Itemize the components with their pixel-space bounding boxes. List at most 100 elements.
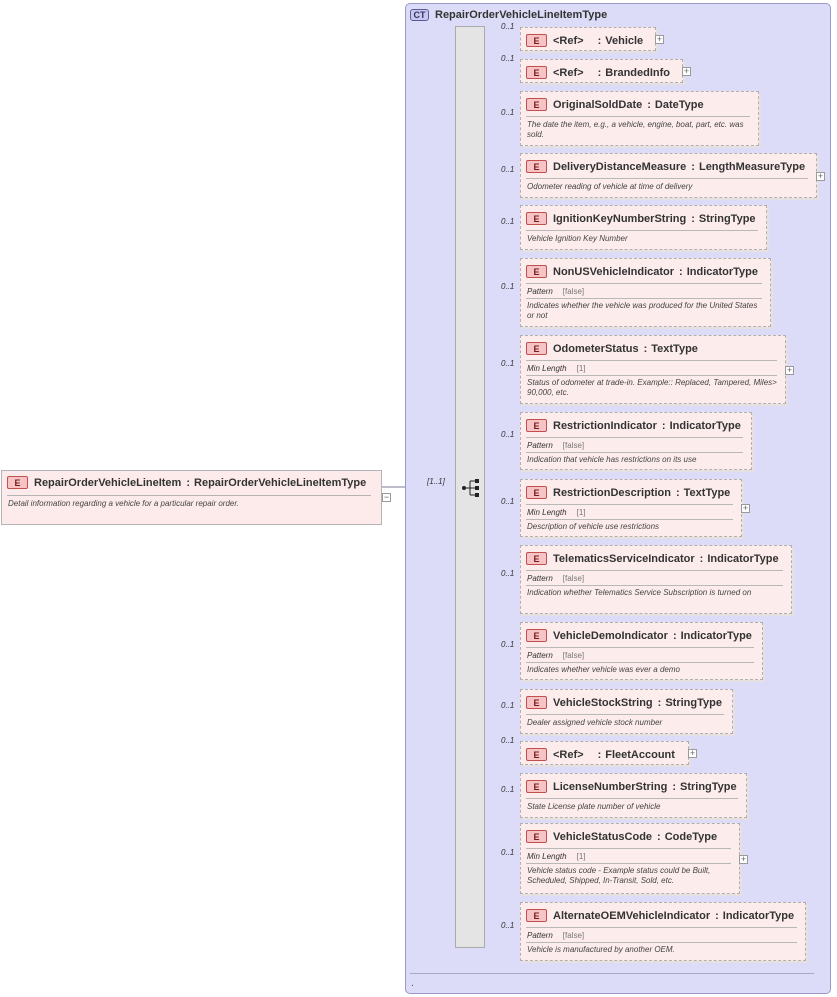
element-type: IndicatorType bbox=[680, 629, 752, 642]
element-divider bbox=[526, 848, 731, 849]
collapse-toggle-icon[interactable]: − bbox=[382, 492, 391, 502]
element-box[interactable]: E<Ref>:FleetAccount bbox=[520, 741, 689, 765]
element-box[interactable]: E<Ref>:Vehicle bbox=[520, 27, 656, 51]
element-divider bbox=[526, 647, 754, 648]
element-multiplicity: 0..1 bbox=[501, 497, 515, 506]
element-name: OdometerStatus bbox=[553, 342, 639, 355]
element-multiplicity: 0..1 bbox=[501, 569, 515, 578]
root-element-box[interactable]: E RepairOrderVehicleLineItem : RepairOrd… bbox=[1, 470, 382, 525]
expand-toggle-icon[interactable]: + bbox=[741, 503, 750, 513]
expand-toggle-icon[interactable]: + bbox=[688, 748, 697, 758]
element-badge-icon: E bbox=[526, 265, 547, 278]
element-type: Vehicle bbox=[605, 34, 644, 47]
element-type: IndicatorType bbox=[707, 552, 779, 565]
type-separator: : bbox=[657, 696, 662, 709]
facet-name: Min Length bbox=[527, 508, 567, 517]
sequence-compositor-icon[interactable] bbox=[461, 478, 481, 498]
facet-name: Pattern bbox=[527, 931, 553, 940]
type-separator: : bbox=[715, 909, 719, 922]
element-divider bbox=[526, 283, 762, 284]
element-divider bbox=[526, 504, 733, 505]
element-multiplicity: 0..1 bbox=[501, 282, 515, 291]
element-badge-icon: E bbox=[526, 342, 547, 355]
facet-divider bbox=[526, 519, 733, 520]
facet-value: [false] bbox=[562, 931, 585, 940]
element-name: OriginalSoldDate bbox=[553, 98, 643, 111]
facet-name: Pattern bbox=[527, 574, 553, 583]
element-description: Indicates whether the vehicle was produc… bbox=[527, 301, 758, 320]
type-separator: : bbox=[672, 780, 676, 793]
element-multiplicity: 0..1 bbox=[501, 54, 515, 63]
element-divider bbox=[526, 116, 750, 117]
type-separator: : bbox=[597, 34, 602, 47]
facet-value: [false] bbox=[562, 574, 585, 583]
element-multiplicity: 0..1 bbox=[501, 217, 515, 226]
expand-toggle-icon[interactable]: + bbox=[682, 66, 691, 76]
element-type: IndicatorType bbox=[686, 265, 759, 278]
element-multiplicity: 0..1 bbox=[501, 736, 515, 745]
facet-divider bbox=[526, 375, 777, 376]
type-separator: : bbox=[186, 476, 191, 489]
element-badge-icon: E bbox=[526, 629, 547, 642]
element-divider bbox=[526, 437, 743, 438]
element-divider bbox=[526, 798, 738, 799]
element-multiplicity: 0..1 bbox=[501, 22, 515, 31]
ref-tag: <Ref> bbox=[553, 66, 584, 79]
type-separator: : bbox=[597, 748, 602, 761]
facet-divider bbox=[526, 452, 743, 453]
element-facet: Min Length [1] bbox=[527, 852, 586, 861]
element-facet: Pattern[false] bbox=[527, 441, 584, 450]
element-name: NonUSVehicleIndicator bbox=[553, 265, 675, 278]
element-name: DeliveryDistanceMeasure bbox=[553, 160, 687, 173]
expand-toggle-icon[interactable]: + bbox=[785, 365, 794, 375]
type-separator: : bbox=[643, 342, 648, 355]
element-multiplicity: 0..1 bbox=[501, 165, 515, 174]
element-multiplicity: 0..1 bbox=[501, 785, 515, 794]
element-badge-icon: E bbox=[526, 830, 547, 843]
type-separator: : bbox=[657, 830, 661, 843]
element-badge-icon: E bbox=[526, 419, 547, 432]
element-name: AlternateOEMVehicleIndicator bbox=[553, 909, 711, 922]
element-type: FleetAccount bbox=[605, 748, 675, 761]
element-description: Vehicle status code - Example status cou… bbox=[527, 866, 711, 885]
element-box[interactable]: E<Ref>:BrandedInfo bbox=[520, 59, 683, 83]
element-facet: Pattern [false] bbox=[527, 574, 584, 583]
element-type: StringType bbox=[698, 212, 756, 225]
facet-value: [false] bbox=[562, 287, 585, 296]
facet-value: [1] bbox=[576, 364, 586, 373]
facet-divider bbox=[526, 662, 754, 663]
element-description: Indication that vehicle has restrictions… bbox=[527, 455, 697, 464]
expand-toggle-icon[interactable]: + bbox=[816, 171, 825, 181]
element-description: The date the item, e.g., a vehicle, engi… bbox=[527, 120, 744, 139]
expand-toggle-icon[interactable]: + bbox=[739, 854, 748, 864]
ref-tag: <Ref> bbox=[553, 34, 584, 47]
expand-toggle-icon[interactable]: + bbox=[655, 34, 664, 44]
element-badge-icon: E bbox=[526, 98, 547, 111]
element-name: LicenseNumberString bbox=[553, 780, 668, 793]
element-multiplicity: 0..1 bbox=[501, 701, 515, 710]
element-divider bbox=[526, 927, 797, 928]
element-description: Odometer reading of vehicle at time of d… bbox=[527, 182, 693, 191]
element-description: Indication whether Telematics Service Su… bbox=[527, 588, 752, 597]
type-separator: : bbox=[691, 212, 695, 225]
facet-name: Min Length bbox=[527, 852, 567, 861]
facet-value: [1] bbox=[576, 852, 586, 861]
root-element-description: Detail information regarding a vehicle f… bbox=[8, 499, 239, 508]
element-name: VehicleStatusCode bbox=[553, 830, 653, 843]
